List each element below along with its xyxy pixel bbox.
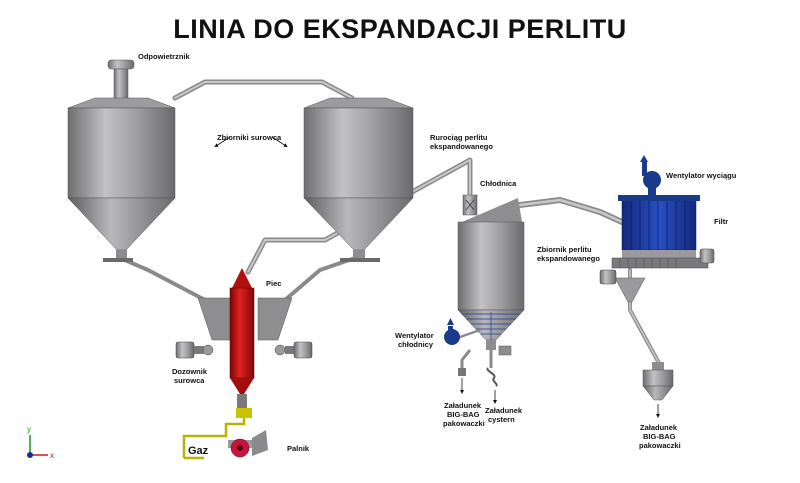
label-pipeline-1: Rurociąg perlitu	[430, 133, 488, 142]
label-gas: Gaz	[188, 445, 209, 457]
arrows	[214, 136, 660, 418]
label-tank-expanded-1: Zbiornik perlitu	[537, 245, 592, 254]
label-load-bigbag-b2: BIG-BAG	[643, 432, 676, 441]
labels: Odpowietrznik Zbiorniki surowca Rurociąg…	[138, 52, 737, 457]
aeration-grid	[462, 312, 520, 340]
feed-hoppers	[197, 297, 293, 341]
bigbag-hopper-right	[642, 362, 674, 401]
gas-line	[182, 418, 246, 460]
label-vent: Odpowietrznik	[138, 52, 190, 61]
raw-tank-right	[303, 97, 414, 262]
expanded-perlite-tank	[457, 198, 525, 387]
feeder-right	[274, 341, 313, 359]
label-tank-expanded-2: ekspandowanego	[537, 254, 600, 263]
label-load-cistern-2: cystern	[488, 415, 515, 424]
label-exhaust-fan: Wentylator wyciągu	[666, 171, 737, 180]
vent-unit	[107, 59, 135, 100]
burner	[228, 408, 268, 458]
axis-x-label: x	[50, 451, 54, 460]
label-feeder-2: surowca	[174, 376, 205, 385]
cooler-fan	[444, 318, 481, 345]
label-cooler-fan-1: Wentylator	[395, 331, 434, 340]
label-load-bigbag-b1: Załadunek	[640, 423, 678, 432]
feeder-left	[175, 341, 214, 359]
cooler	[462, 194, 478, 216]
label-cooler: Chłodnica	[480, 179, 517, 188]
label-filter: Filtr	[714, 217, 728, 226]
axis-triad: y x	[27, 425, 54, 460]
label-burner: Palnik	[287, 444, 310, 453]
exhaust-fan	[640, 155, 661, 196]
furnace	[229, 268, 255, 408]
raw-tank-left	[67, 97, 176, 262]
label-load-bigbag-2: BIG-BAG	[447, 410, 480, 419]
label-load-bigbag-1: Załadunek	[444, 401, 482, 410]
label-feeder-1: Dozownik	[172, 367, 208, 376]
label-pipeline-2: ekspandowanego	[430, 142, 493, 151]
label-load-cistern-1: Załadunek	[485, 406, 523, 415]
label-cooler-fan-2: chłodnicy	[398, 340, 434, 349]
page-title: LINIA DO EKSPANDACJI PERLITU	[173, 14, 627, 44]
label-load-bigbag-b3: pakowaczki	[639, 441, 681, 450]
label-furnace: Piec	[266, 279, 281, 288]
label-load-bigbag-3: pakowaczki	[443, 419, 485, 428]
label-raw-tanks: Zbiorniki surowca	[217, 133, 282, 142]
filter	[599, 195, 715, 303]
axis-y-label: y	[27, 425, 31, 434]
